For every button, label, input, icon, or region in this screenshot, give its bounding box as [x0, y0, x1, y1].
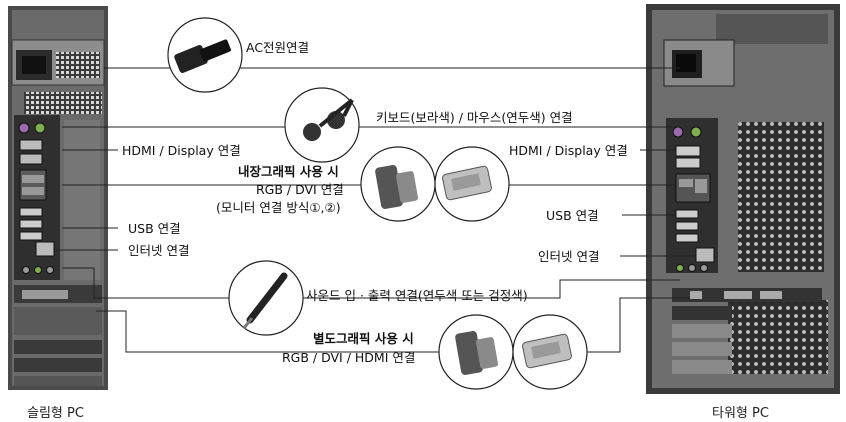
discrete-graphics-sub: RGB / DVI / HDMI 연결: [282, 350, 416, 365]
connector-lines: [56, 67, 696, 353]
power-cable-icon: [167, 17, 243, 93]
lan-label-right: 인터넷 연결: [538, 249, 600, 264]
tower-pc-caption: 타워형 PC: [712, 406, 769, 421]
usb-label-right: USB 연결: [546, 208, 599, 223]
audio-cable-icon: [228, 260, 304, 336]
internal-graphics-title: 내장그래픽 사용 시: [238, 164, 339, 179]
hdmi-display-label-left: HDMI / Display 연결: [122, 143, 241, 158]
internal-graphics-sub: RGB / DVI 연결: [256, 182, 344, 197]
dvi-cable-icon: [434, 146, 510, 222]
slim-pc-illustration: [8, 6, 108, 390]
hdmi-display-label-right: HDMI / Display 연결: [509, 143, 628, 158]
usb-label-left: USB 연결: [128, 221, 181, 236]
ac-power-label: AC전원연결: [246, 40, 310, 55]
slim-pc-caption: 슬림형 PC: [27, 406, 84, 421]
audio-label: 사운드 입 · 출력 연결(연두색 또는 검정색): [306, 288, 528, 303]
vga-cable-icon: [360, 146, 436, 222]
vga-cable-icon-discrete: [438, 314, 514, 390]
discrete-graphics-title: 별도그래픽 사용 시: [313, 331, 414, 346]
dvi-cable-icon-discrete: [512, 314, 588, 390]
keyboard-mouse-label: 키보드(보라색) / 마우스(연두색) 연결: [376, 110, 573, 125]
lan-label-left: 인터넷 연결: [128, 243, 190, 258]
tower-pc-illustration: [646, 4, 840, 394]
internal-graphics-note: (모니터 연결 방식①,②): [216, 200, 341, 215]
ps2-cable-icon: [284, 87, 360, 163]
